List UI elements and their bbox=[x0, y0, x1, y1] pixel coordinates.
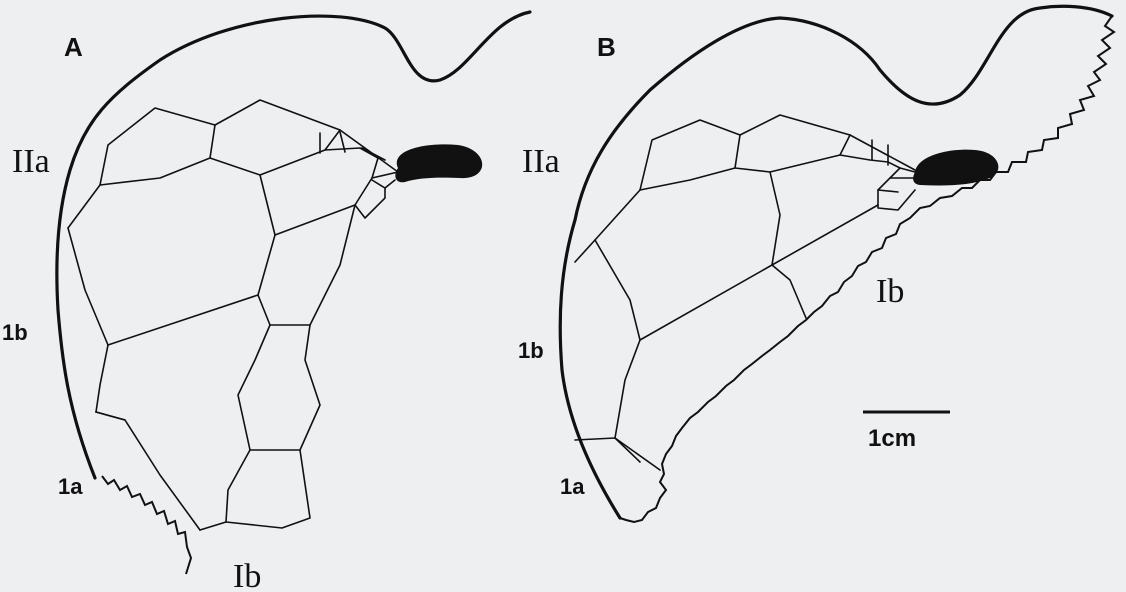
panel-b-sutures bbox=[575, 115, 915, 470]
panel-b-label-iia: IIa bbox=[522, 143, 560, 180]
panel-a-letter: A bbox=[64, 32, 83, 62]
panel-b-label-ib: Ib bbox=[876, 273, 904, 310]
scale-bar: 1cm bbox=[863, 412, 950, 452]
panel-a-label-1b: 1b bbox=[2, 320, 28, 345]
panel-b-outline bbox=[560, 6, 1112, 518]
panel-a: A bbox=[2, 12, 530, 592]
panel-a-outline bbox=[57, 12, 530, 478]
panel-a-sutures bbox=[68, 100, 398, 530]
panel-a-label-iia: IIa bbox=[12, 143, 50, 180]
panel-b-broken-edge bbox=[620, 16, 1114, 522]
panel-b: B IIa Ib bbox=[518, 6, 1114, 522]
panel-b-letter: B bbox=[597, 32, 616, 62]
panel-a-label-1a: 1a bbox=[58, 474, 83, 499]
scale-bar-label: 1cm bbox=[868, 425, 916, 452]
panel-a-label-ib: Ib bbox=[233, 558, 261, 592]
panel-b-label-1b: 1b bbox=[518, 338, 544, 363]
panel-a-dark-mark bbox=[395, 144, 482, 182]
panel-a-broken-edge bbox=[102, 476, 191, 574]
panel-b-label-1a: 1a bbox=[560, 474, 585, 499]
